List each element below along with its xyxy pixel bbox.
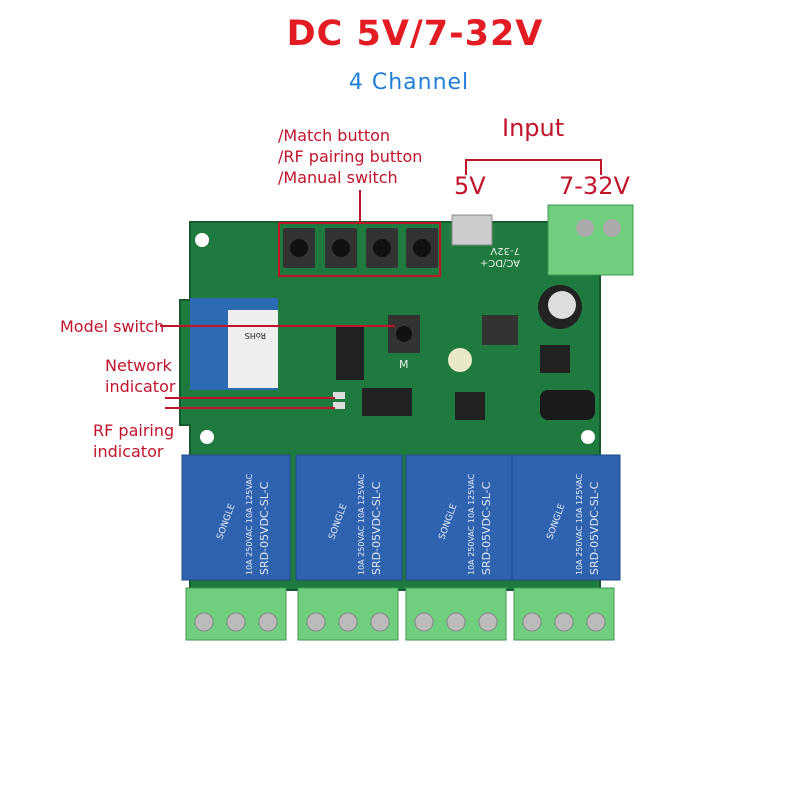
module-label: RoHS xyxy=(245,331,266,340)
model-switch-label: Model switch xyxy=(60,317,165,336)
rf-antenna-coil xyxy=(540,390,595,420)
input-5v-label: 5V xyxy=(454,172,486,200)
ic-chip xyxy=(336,325,364,380)
relay xyxy=(181,454,291,581)
relay xyxy=(295,454,403,581)
network-led xyxy=(333,392,345,399)
buzzer xyxy=(448,348,472,372)
relay-model-label: SRD-05VDC-SL-C xyxy=(480,481,493,575)
network-indicator-label: Network indicator xyxy=(105,355,175,397)
manual-switch-label: /Manual switch xyxy=(278,168,398,187)
relay xyxy=(511,454,621,581)
tactile-buttons xyxy=(283,228,438,268)
rf-pairing-indicator-line1: RF pairing xyxy=(93,421,175,440)
network-indicator-line2: indicator xyxy=(105,377,176,396)
network-indicator-line1: Network xyxy=(105,356,172,375)
relays: SRD-05VDC-SL-C SRD-05VDC-SL-C SRD-05VDC-… xyxy=(181,454,621,581)
ic-chip xyxy=(540,345,570,373)
relay-rating-label: 10A 250VAC 10A 125VAC xyxy=(357,473,366,575)
power-terminal xyxy=(547,204,634,276)
buttons-annotation: /Match button /RF pairing button /Manual… xyxy=(278,125,422,188)
mount-hole xyxy=(200,430,214,444)
rf-pairing-led xyxy=(333,402,345,409)
output-terminals xyxy=(185,587,615,641)
rf-pairing-indicator-line2: indicator xyxy=(93,442,164,461)
relay-rating-label: 10A 250VAC 10A 125VAC xyxy=(467,473,476,575)
relay-rating-label: 10A 250VAC 10A 125VAC xyxy=(245,473,254,575)
page-subtitle: 4 Channel xyxy=(348,70,470,95)
silkscreen-acdc: AC/DC+ xyxy=(480,257,520,268)
inductor xyxy=(482,315,518,345)
silkscreen-mode: M xyxy=(399,358,409,371)
silkscreen-power: 7-32V xyxy=(490,245,520,256)
wifi-module-shield xyxy=(228,310,278,388)
relay-rating-label: 10A 250VAC 10A 125VAC xyxy=(575,473,584,575)
page-title: DC 5V/7-32V xyxy=(286,14,544,54)
relay-model-label: SRD-05VDC-SL-C xyxy=(588,481,601,575)
match-button-label: /Match button xyxy=(278,126,391,145)
ic-chip xyxy=(455,392,485,420)
input-bracket xyxy=(465,159,602,175)
mount-hole xyxy=(581,430,595,444)
relay-model-label: SRD-05VDC-SL-C xyxy=(370,481,383,575)
mount-hole xyxy=(195,233,209,247)
rf-pairing-button-label: /RF pairing button xyxy=(278,147,423,166)
input-7-32v-label: 7-32V xyxy=(559,172,630,200)
relay-model-label: SRD-05VDC-SL-C xyxy=(258,481,271,575)
ic-chip xyxy=(362,388,412,416)
micro-usb-port xyxy=(451,214,493,246)
input-label: Input xyxy=(502,114,565,142)
relay xyxy=(405,454,513,581)
rf-pairing-indicator-label: RF pairing indicator xyxy=(93,420,174,462)
